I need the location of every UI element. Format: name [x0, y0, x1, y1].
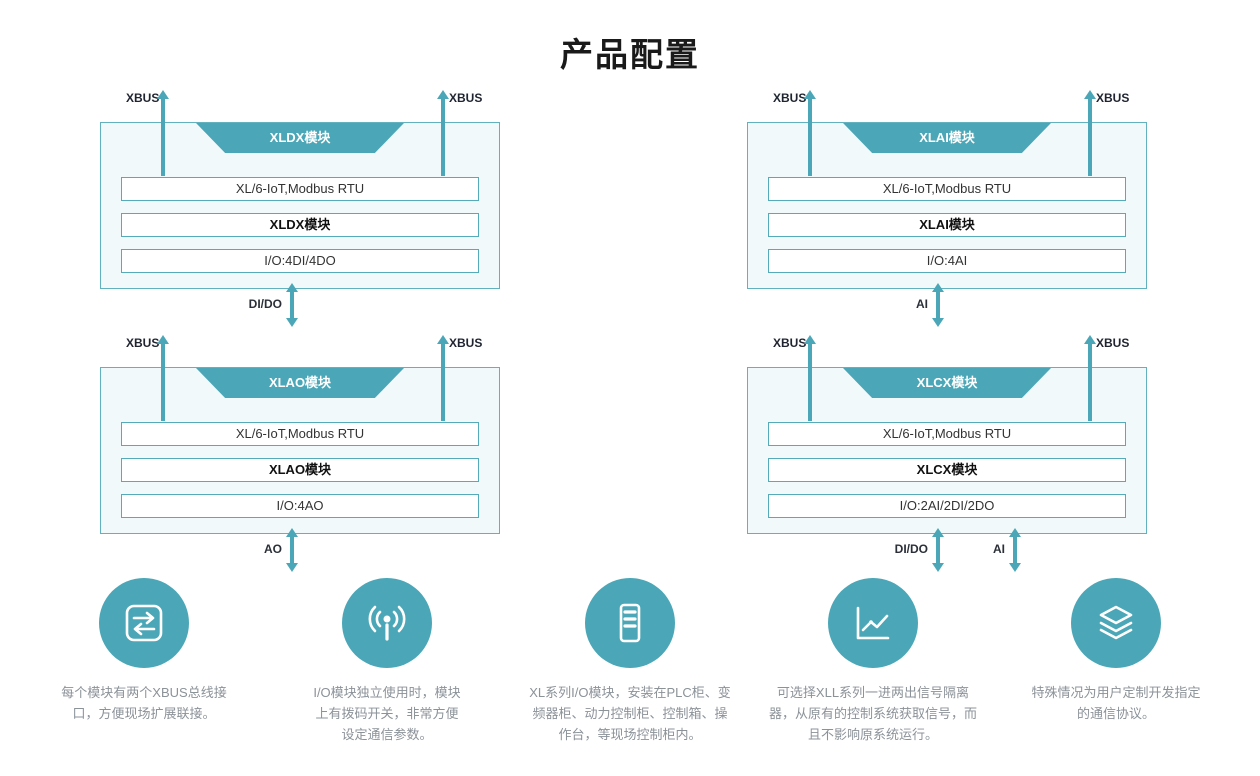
feature-caption: XL系列I/O模块，安装在PLC柜、变频器柜、动力控制柜、控制箱、操作台，等现场…	[529, 685, 731, 742]
module-header: XLDX模块	[196, 123, 404, 153]
xbus-arrow-icon	[1084, 335, 1096, 421]
layers-icon	[1071, 578, 1161, 668]
xbus-label: XBUS	[1096, 336, 1130, 350]
feature-item: XL系列I/O模块，安装在PLC柜、变频器柜、动力控制柜、控制箱、操作台，等现场…	[509, 578, 752, 745]
feature-caption: 特殊情况为用户定制开发指定的通信协议。	[1031, 685, 1201, 721]
chart-icon	[828, 578, 918, 668]
module-name: XLAI模块	[768, 213, 1126, 237]
io-label: DI/DO	[248, 297, 282, 311]
module-box: XLDX模块 XL/6-IoT,Modbus RTU XLDX模块 I/O:4D…	[100, 122, 500, 289]
module-protocol: XL/6-IoT,Modbus RTU	[121, 177, 479, 201]
io-label: AI	[916, 297, 928, 311]
module-header: XLAO模块	[196, 368, 404, 398]
feature-item: 可选择XLL系列一进两出信号隔离器，从原有的控制系统获取信号，而且不影响原系统运…	[752, 578, 995, 745]
xbus-arrow-icon	[1084, 90, 1096, 176]
xbus-label: XBUS	[126, 91, 160, 105]
feature-item: 特殊情况为用户定制开发指定的通信协议。	[995, 578, 1238, 745]
io-label: AO	[264, 542, 282, 556]
xbus-arrow-icon	[804, 90, 816, 176]
io-label: AI	[993, 542, 1005, 556]
module-xlao: XBUS XBUS XLAO模块 XL/6-IoT,Modbus RTU XLA…	[100, 333, 500, 578]
module-xldx: XBUS XBUS XLDX模块 XL/6-IoT,Modbus RTU XLD…	[100, 88, 500, 333]
module-protocol: XL/6-IoT,Modbus RTU	[768, 177, 1126, 201]
xbus-arrow-icon	[157, 90, 169, 176]
module-box: XLAI模块 XL/6-IoT,Modbus RTU XLAI模块 I/O:4A…	[747, 122, 1147, 289]
module-box: XLAO模块 XL/6-IoT,Modbus RTU XLAO模块 I/O:4A…	[100, 367, 500, 534]
feature-list: 每个模块有两个XBUS总线接口，方便现场扩展联接。 I/O模块独立使用时，模块上…	[0, 578, 1260, 745]
module-protocol: XL/6-IoT,Modbus RTU	[768, 422, 1126, 446]
feature-item: 每个模块有两个XBUS总线接口，方便现场扩展联接。	[23, 578, 266, 745]
io-arrow-icon	[932, 283, 944, 327]
module-io-spec: I/O:4AI	[768, 249, 1126, 273]
module-io-spec: I/O:2AI/2DI/2DO	[768, 494, 1126, 518]
module-name: XLCX模块	[768, 458, 1126, 482]
feature-caption: 可选择XLL系列一进两出信号隔离器，从原有的控制系统获取信号，而且不影响原系统运…	[768, 685, 977, 742]
module-protocol: XL/6-IoT,Modbus RTU	[121, 422, 479, 446]
xbus-arrow-icon	[437, 335, 449, 421]
module-io-spec: I/O:4DI/4DO	[121, 249, 479, 273]
xbus-arrow-icon	[804, 335, 816, 421]
cabinet-icon	[585, 578, 675, 668]
xbus-label: XBUS	[773, 336, 807, 350]
module-name: XLDX模块	[121, 213, 479, 237]
module-box: XLCX模块 XL/6-IoT,Modbus RTU XLCX模块 I/O:2A…	[747, 367, 1147, 534]
xbus-label: XBUS	[126, 336, 160, 350]
feature-caption: 每个模块有两个XBUS总线接口，方便现场扩展联接。	[61, 685, 227, 721]
module-name: XLAO模块	[121, 458, 479, 482]
io-arrow-icon	[1009, 528, 1021, 572]
xbus-label: XBUS	[1096, 91, 1130, 105]
io-arrow-icon	[286, 528, 298, 572]
xbus-label: XBUS	[773, 91, 807, 105]
module-xlai: XBUS XBUS XLAI模块 XL/6-IoT,Modbus RTU XLA…	[747, 88, 1147, 333]
feature-caption: I/O模块独立使用时，模块上有拨码开关，非常方便设定通信参数。	[313, 685, 461, 742]
module-header: XLCX模块	[843, 368, 1051, 398]
io-arrow-icon	[286, 283, 298, 327]
xbus-label: XBUS	[449, 336, 483, 350]
io-arrow-icon	[932, 528, 944, 572]
transfer-icon	[99, 578, 189, 668]
broadcast-icon	[342, 578, 432, 668]
module-io-spec: I/O:4AO	[121, 494, 479, 518]
io-label: DI/DO	[894, 542, 928, 556]
module-xlcx: XBUS XBUS XLCX模块 XL/6-IoT,Modbus RTU XLC…	[747, 333, 1147, 578]
module-header: XLAI模块	[843, 123, 1051, 153]
page-title: 产品配置	[560, 36, 700, 73]
xbus-arrow-icon	[157, 335, 169, 421]
feature-item: I/O模块独立使用时，模块上有拨码开关，非常方便设定通信参数。	[266, 578, 509, 745]
xbus-label: XBUS	[449, 91, 483, 105]
xbus-arrow-icon	[437, 90, 449, 176]
